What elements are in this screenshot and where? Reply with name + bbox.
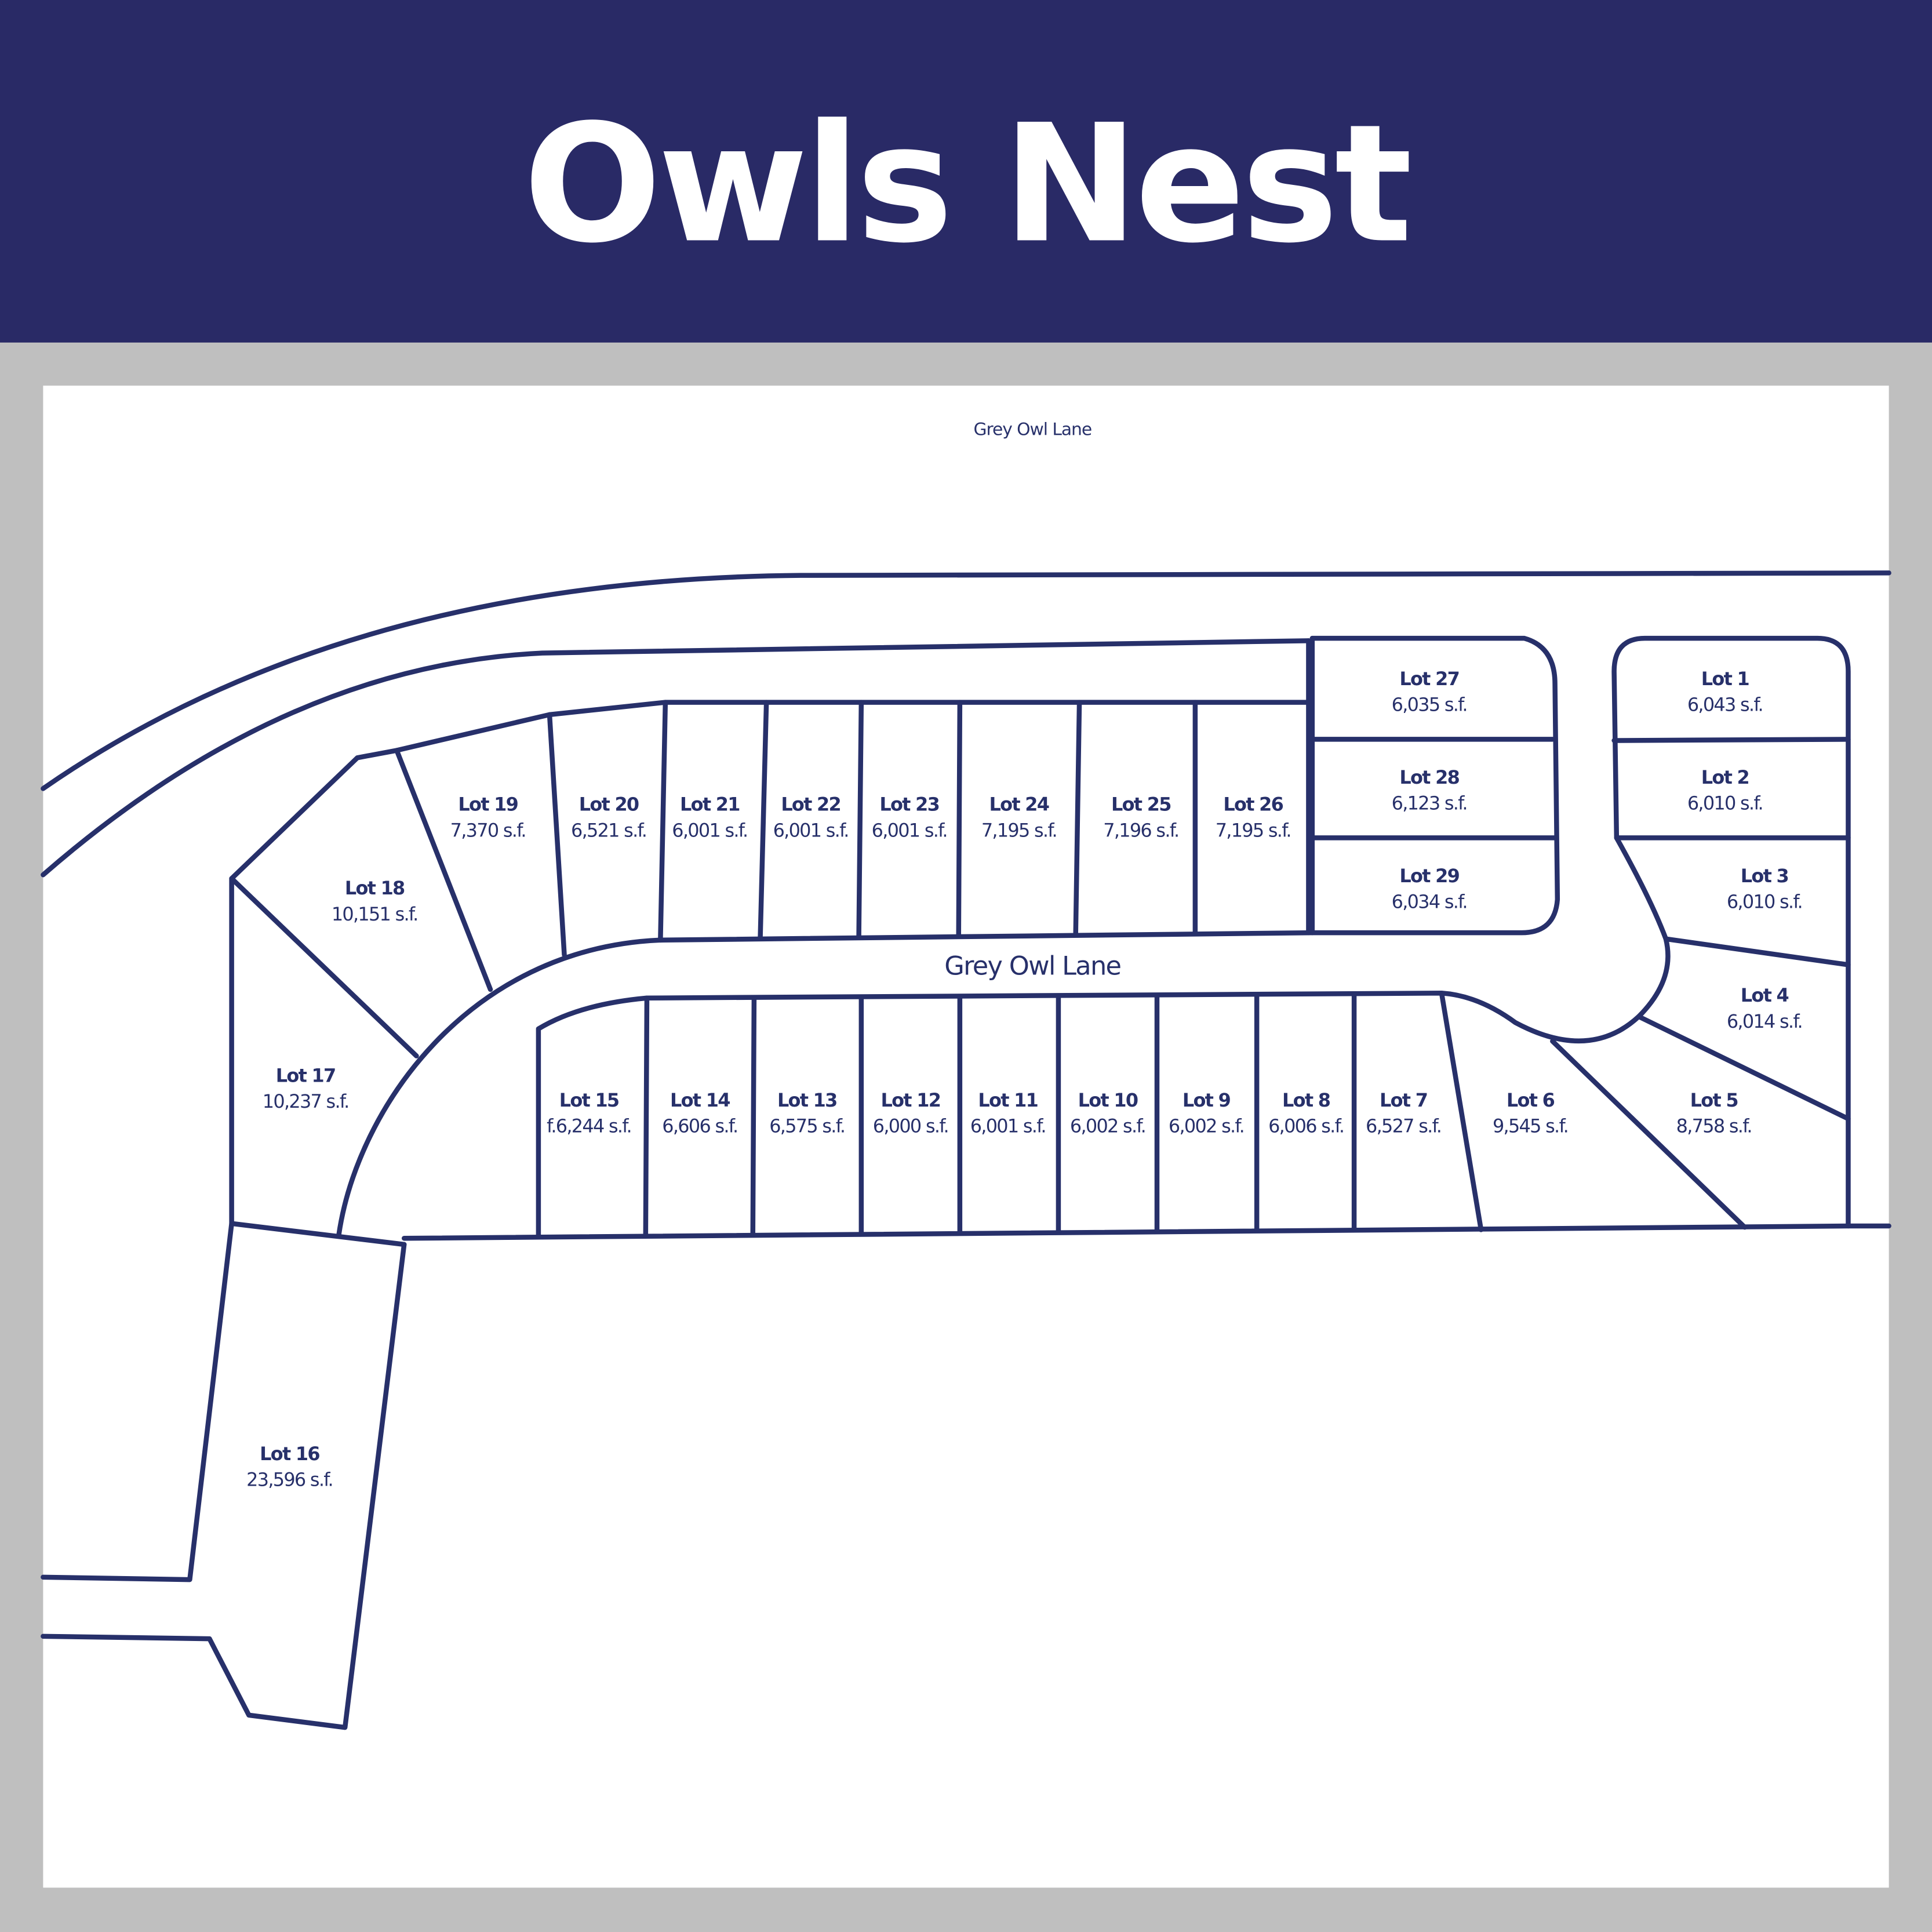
lot-label[interactable]: Lot 9 6,002 s.f. [1169,1089,1245,1137]
lot-number: Lot 1 [1701,668,1749,690]
lot-label[interactable]: Lot 2 6,010 s.f. [1687,766,1764,814]
lot-label[interactable]: Lot 25 7,196 s.f. [1103,794,1180,842]
lot-number: Lot 20 [579,794,639,816]
lot-number: Lot 16 [260,1443,319,1465]
lot-number: Lot 22 [781,794,841,816]
lot-number: Lot 5 [1690,1089,1738,1111]
lot-area: 7,370 s.f. [450,819,526,841]
lot-area: 6,606 s.f. [662,1115,737,1137]
lot-label[interactable]: Lot 29 6,034 s.f. [1392,865,1468,913]
lot-label[interactable]: Lot 8 6,006 s.f. [1268,1089,1345,1137]
lot-label[interactable]: Lot 7 6,527 s.f. [1366,1089,1442,1137]
lot-number: Lot 9 [1183,1089,1231,1111]
lot-number: Lot 7 [1380,1089,1427,1111]
lot-label[interactable]: Lot 27 6,035 s.f. [1392,668,1468,716]
lot-area: 6,575 s.f. [769,1115,845,1137]
lot-area: 10,151 s.f. [332,903,418,925]
lot-label[interactable]: Lot 20 6,521 s.f. [571,794,647,842]
lot-area: f.6,244 s.f. [547,1115,631,1137]
street-label-center: Grey Owl Lane [944,951,1120,981]
lot-label[interactable]: Lot 15 f.6,244 s.f. [547,1089,632,1137]
lot-label[interactable]: Lot 23 6,001 s.f. [872,794,948,842]
lot-area: 9,545 s.f. [1493,1115,1568,1137]
lot-number: Lot 17 [276,1064,336,1086]
lot-label[interactable]: Lot 19 7,370 s.f. [450,794,527,842]
title-banner [0,0,1932,343]
lot-number: Lot 19 [458,794,518,816]
lot-number: Lot 15 [559,1089,619,1111]
lot-number: Lot 4 [1741,984,1789,1006]
lot-area: 6,521 s.f. [571,819,646,841]
lot-number: Lot 2 [1701,766,1749,788]
lot-label[interactable]: Lot 12 6,000 s.f. [873,1089,949,1137]
lot-area: 8,758 s.f. [1676,1115,1752,1137]
lot-number: Lot 29 [1399,865,1459,887]
lot-area: 6,010 s.f. [1687,792,1763,814]
lot-number: Lot 28 [1399,766,1459,788]
lot-number: Lot 27 [1399,668,1459,690]
lot-label[interactable]: Lot 24 7,195 s.f. [981,794,1058,842]
lot-label[interactable]: Lot 11 6,001 s.f. [970,1089,1047,1137]
lot-label[interactable]: Lot 26 7,195 s.f. [1216,794,1292,842]
lot-label[interactable]: Lot 22 6,001 s.f. [773,794,850,842]
lot-area: 6,123 s.f. [1392,792,1467,814]
lot-label[interactable]: Lot 18 10,151 s.f. [332,877,419,925]
lot-area: 6,000 s.f. [873,1115,948,1137]
lot-number: Lot 11 [978,1089,1038,1111]
lot-area: 6,002 s.f. [1169,1115,1244,1137]
lot-label[interactable]: Lot 6 9,545 s.f. [1493,1089,1569,1137]
map-panel [43,385,1889,1888]
lot-label[interactable]: Lot 14 6,606 s.f. [662,1089,738,1137]
lot-area: 6,002 s.f. [1070,1115,1145,1137]
lot-number: Lot 8 [1282,1089,1330,1111]
lot-label[interactable]: Lot 17 10,237 s.f. [263,1064,350,1112]
lot-label[interactable]: Lot 13 6,575 s.f. [769,1089,846,1137]
lot-number: Lot 13 [777,1089,837,1111]
lot-area: 6,010 s.f. [1727,891,1802,913]
lot-number: Lot 24 [989,794,1049,816]
lot-label[interactable]: Lot 10 6,002 s.f. [1070,1089,1147,1137]
lot-area: 6,527 s.f. [1366,1115,1441,1137]
lot-number: Lot 23 [879,794,939,816]
lot-number: Lot 21 [680,794,740,816]
street-label-top: Grey Owl Lane [973,419,1091,439]
lot-area: 6,001 s.f. [672,819,747,841]
lot-label[interactable]: Lot 28 6,123 s.f. [1392,766,1468,814]
lot-area: 6,043 s.f. [1687,693,1763,715]
lot-area: 6,006 s.f. [1268,1115,1344,1137]
page-title: Owls Nest [523,90,1411,279]
lot-area: 6,035 s.f. [1392,693,1467,715]
lot-label[interactable]: Lot 16 23,596 s.f. [246,1443,333,1491]
lot-area: 7,195 s.f. [1216,819,1291,841]
lot-area: 23,596 s.f. [246,1469,333,1491]
lot-boundaries [41,570,1891,1730]
lot-number: Lot 6 [1507,1089,1555,1111]
lot-number: Lot 10 [1078,1089,1138,1111]
lot-label[interactable]: Lot 3 6,010 s.f. [1727,865,1803,913]
lot-area: 7,195 s.f. [981,819,1057,841]
lot-number: Lot 25 [1111,794,1171,816]
lot-area: 6,034 s.f. [1392,891,1467,913]
lot-area: 6,014 s.f. [1727,1010,1802,1032]
lot-area: 10,237 s.f. [263,1090,349,1112]
lot-number: Lot 12 [881,1089,940,1111]
lot-number: Lot 14 [670,1089,730,1111]
lot-label[interactable]: Lot 5 8,758 s.f. [1676,1089,1753,1137]
lot-number: Lot 26 [1223,794,1283,816]
lot-label[interactable]: Lot 4 6,014 s.f. [1727,984,1803,1032]
lot-label[interactable]: Lot 21 6,001 s.f. [672,794,748,842]
lot-labels: Lot 1 6,043 s.f. Lot 2 6,010 s.f. Lot 3 6,010… [246,668,1803,1491]
lot-label[interactable]: Lot 1 6,043 s.f. [1687,668,1764,716]
lot-area: 6,001 s.f. [970,1115,1046,1137]
lot-number: Lot 18 [345,877,405,899]
lot-number: Lot 3 [1741,865,1788,887]
lot-area: 6,001 s.f. [872,819,947,841]
lot-area: 6,001 s.f. [773,819,849,841]
lot-area: 7,196 s.f. [1103,819,1178,841]
